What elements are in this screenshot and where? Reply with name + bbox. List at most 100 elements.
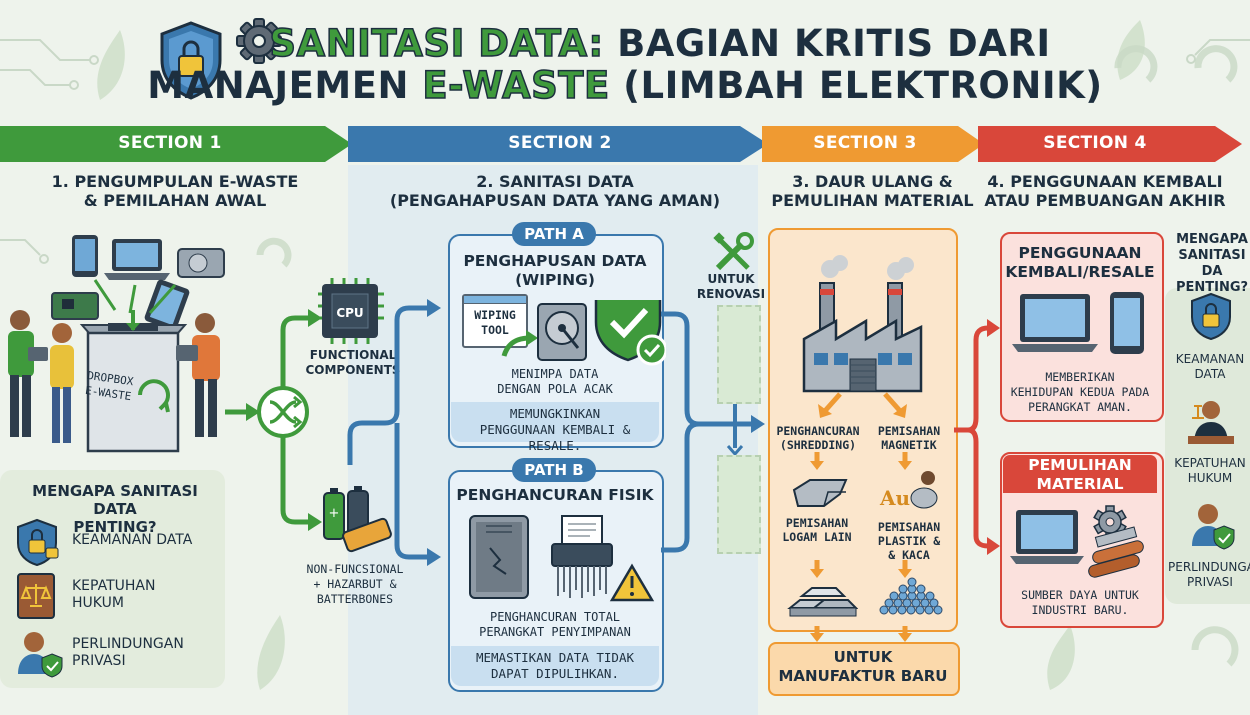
recovery-description: SUMBER DAYA UNTUK INDUSTRI BARU. (1021, 588, 1139, 617)
down-arrows (810, 452, 912, 470)
person-icon (50, 323, 74, 443)
path-b-description: PENGHANCURAN TOTAL PERANGKAT PENYIMPANAN (479, 610, 631, 639)
shredding-label: PENGHANCURAN (SHREDDING) (776, 424, 860, 452)
split-arrows (818, 392, 907, 418)
laptop-icon (1010, 510, 1084, 564)
section-4-label: SECTION 4 (1043, 133, 1147, 153)
section4-connectors (954, 319, 1000, 555)
why-panel-title: MENGAPA SANITASI DATA PENTING? (32, 482, 198, 536)
laptop-icon (104, 239, 170, 280)
title-text: MANAJEMEN (147, 64, 423, 107)
why-right-security: KEAMANAN DATA (1175, 352, 1245, 381)
renovasi-label: UNTUK RENOVASI (696, 272, 766, 301)
page-title-line2: MANAJEMEN E-WASTE (LIMBAH ELEKTRONIK) (0, 63, 1250, 108)
ore-icon (910, 471, 938, 509)
phone-icon (1110, 292, 1144, 354)
section-1-title: 1. PENGUMPULAN E-WASTE & PEMILAHAN AWAL (51, 172, 299, 210)
laptop-icon (1012, 294, 1098, 352)
manufaktur-box (768, 642, 960, 696)
section2-output-arrows (661, 311, 765, 553)
phone-icon (72, 235, 98, 277)
why-panel-right-title: MENGAPA SANITASI DA PENTING? (1175, 232, 1249, 295)
recycle-icon (138, 379, 170, 413)
section-2-label: SECTION 2 (508, 133, 612, 153)
shield-check-icon (594, 300, 666, 366)
path-b-strip: MEMASTIKAN DATA TIDAK DAPAT DIPULIHKAN. (451, 646, 659, 686)
dropbox-bin (79, 310, 188, 453)
section-2-title: 2. SANITASI DATA (PENGAHAPUSAN DATA YANG… (389, 172, 721, 210)
reuse-description: MEMBERIKAN KEHIDUPAN KEDUA PADA PERANGKA… (1010, 370, 1150, 414)
title-highlight: SANITASI DATA: (269, 21, 604, 66)
reuse-devices (1012, 292, 1144, 354)
magnetic-label: PEMISAHAN MAGNETIK (877, 424, 941, 452)
wiping-illustration (501, 300, 666, 366)
section-arrows (0, 126, 1242, 162)
why-sanitization-panel-right (1165, 288, 1250, 604)
down-arrows (810, 560, 912, 578)
page-title-line1: SANITASI DATA: BAGIAN KRITIS DARI (0, 21, 1250, 66)
svg-text:+: + (329, 506, 340, 521)
path-a-title: PENGHAPUSAN DATA (WIPING) (463, 252, 647, 289)
nonfunctional-label: NON-FUNCSIONAL + HAZARBUT & BATTERBONES (306, 562, 404, 606)
hard-drive-icon (177, 248, 225, 278)
svg-text:CPU: CPU (336, 306, 363, 320)
gear-icon (236, 18, 282, 64)
warning-icon (609, 563, 655, 602)
down-arrows (810, 626, 912, 642)
section-3-title: 3. DAUR ULANG & PEMULIHAN MATERIAL (771, 172, 974, 210)
shield-lock-icon (160, 21, 222, 100)
factory-icon (802, 255, 923, 393)
privacy-person-icon (18, 632, 63, 678)
renovasi-bar-bottom (717, 455, 761, 554)
path-b-pill: PATH B (512, 458, 596, 482)
section-4-arrow (978, 126, 1242, 162)
section-3-label: SECTION 3 (813, 133, 917, 153)
shredding-illustration (469, 515, 655, 602)
why-right-compliance: KEPATUHAN HUKUM (1174, 456, 1246, 485)
recycling-panel (768, 228, 958, 632)
plastic-separation-label: PEMISAHAN PLASTIK & & KACA (877, 520, 941, 562)
cpu-chip-icon: CPU (318, 278, 384, 344)
gold-symbol: Au (880, 486, 911, 510)
path-b-title: PENGHANCURAN FISIK (456, 486, 654, 504)
why-item-compliance: KEPATUHAN HUKUM (72, 578, 156, 611)
hard-drive-icon (537, 303, 587, 361)
recovery-title: PEMULIHAN MATERIAL (1028, 456, 1132, 493)
section2-connectors (347, 299, 441, 566)
section-1-arrow (0, 126, 352, 162)
person-icon (8, 310, 48, 437)
person-icon (176, 313, 220, 437)
battery-icon: + (323, 486, 392, 553)
path-a-pill: PATH A (512, 222, 596, 246)
section-4-title: 4. PENGGUNAAN KEMBALI ATAU PEMBUANGAN AK… (984, 172, 1226, 210)
manufaktur-label: UNTUK MANUFAKTUR BARU (778, 648, 948, 685)
title-text: (LIMBAH ELEKTRONIK) (609, 64, 1103, 107)
path-a-strip: MEMUNGKINKAN PENGGUNAAN KEMBALI & RESALE… (451, 402, 659, 453)
recovery-illustration (1010, 505, 1144, 578)
copper-pipes-icon (1088, 526, 1144, 578)
section-1-label: SECTION 1 (118, 133, 222, 153)
gear-icon (1093, 505, 1127, 539)
section-2-arrow (348, 126, 768, 162)
metal-separation-label: PEMISAHAN LOGAM LAIN (782, 516, 852, 544)
sorting-flow (225, 309, 322, 531)
wrench-tools-icon (713, 232, 754, 271)
metal-ingots-icon (787, 587, 858, 617)
wiping-tool-label: WIPING TOOL (474, 308, 516, 337)
why-item-privacy: PERLINDUNGAN PRIVASI (72, 636, 184, 669)
why-right-privacy: PERLINDUNGA PRIVASI (1168, 560, 1250, 589)
path-a-description: MENIMPA DATA DENGAN POLA ACAK (497, 367, 613, 396)
plastic-pellets-icon (879, 577, 943, 615)
gold-materials: Au (880, 470, 940, 510)
shield-lock-icon (1191, 292, 1231, 340)
recovery-header (1003, 455, 1157, 493)
judge-icon (1188, 401, 1234, 444)
title-highlight: E-WASTE (422, 63, 610, 108)
law-book-icon (17, 573, 55, 619)
renovasi-bar-top (717, 305, 761, 404)
section-3-arrow (762, 126, 984, 162)
title-text: BAGIAN KRITIS DARI (603, 22, 1051, 65)
circuit-board-icon (51, 292, 99, 320)
shield-lock-icon (17, 518, 59, 566)
privacy-person-icon (1192, 504, 1235, 550)
